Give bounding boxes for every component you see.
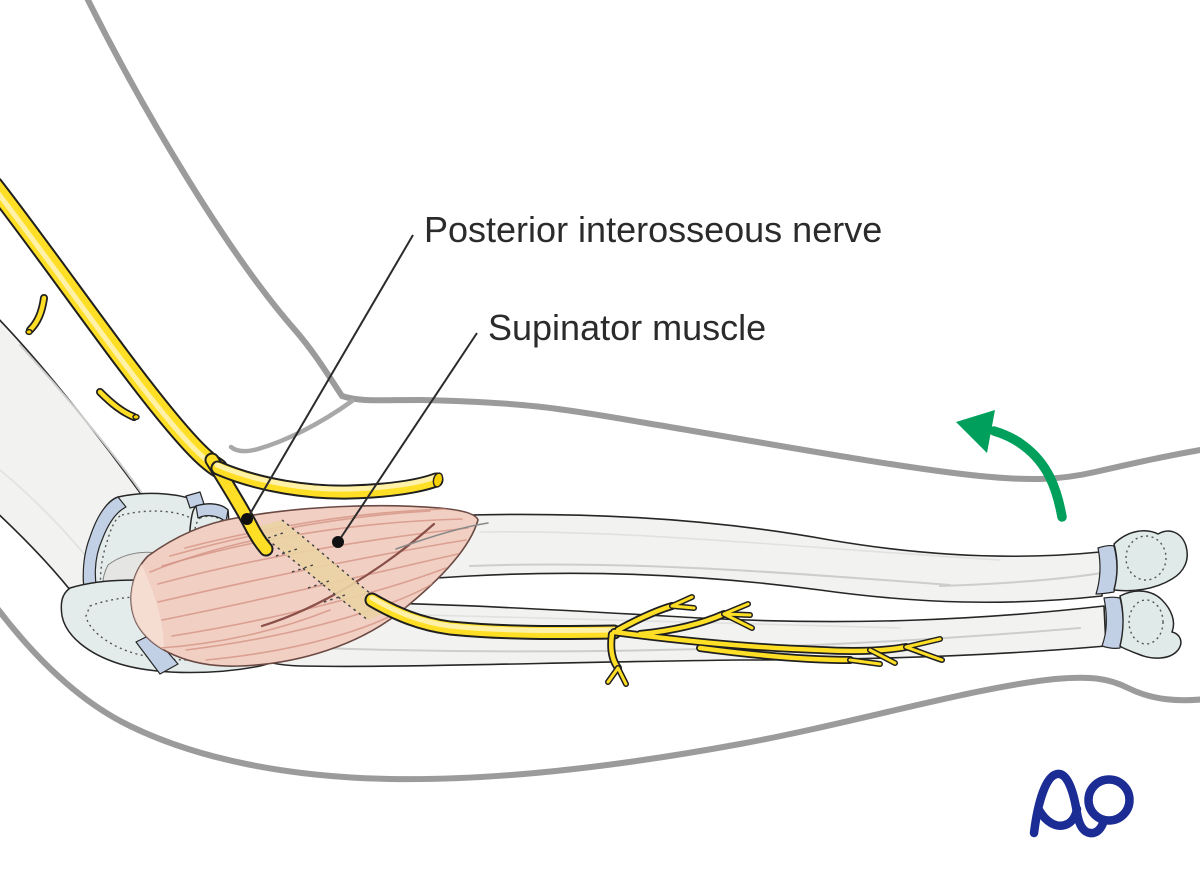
wrist-cartilage <box>1113 530 1188 659</box>
supinator-muscle-texture <box>131 508 469 667</box>
ao-logo-a-bowl <box>1034 804 1082 830</box>
ao-logo: AO <box>1029 769 1134 838</box>
leader-line-muscle <box>337 332 478 543</box>
label-supinator-muscle: Supinator muscle <box>488 307 766 348</box>
arrowhead <box>956 410 995 453</box>
ao-logo-o <box>1084 775 1134 825</box>
skin-outline <box>0 0 1200 783</box>
ulna-epiphysis <box>1119 590 1182 659</box>
leader-dot-muscle <box>332 536 344 548</box>
ulna-physis-band <box>1101 596 1124 649</box>
nerve-course-band <box>251 519 393 621</box>
leader-dot-nerve <box>241 513 253 525</box>
leader-line-nerve <box>246 234 414 520</box>
rotation-arrow-icon <box>956 410 1067 522</box>
label-posterior-interosseous-nerve: Posterior interosseous nerve <box>424 209 882 250</box>
lower-forearm-outline <box>0 606 1200 783</box>
elbow-crease-line <box>228 398 355 454</box>
upper-arm-forearm-outline <box>84 0 1200 483</box>
supinator-muscle <box>130 504 489 667</box>
radial-nerve <box>0 184 444 549</box>
radius-physis-band <box>1095 545 1118 595</box>
radius-epiphysis <box>1113 530 1188 592</box>
annotation-layer: Posterior interosseous nerve Supinator m… <box>241 209 882 548</box>
